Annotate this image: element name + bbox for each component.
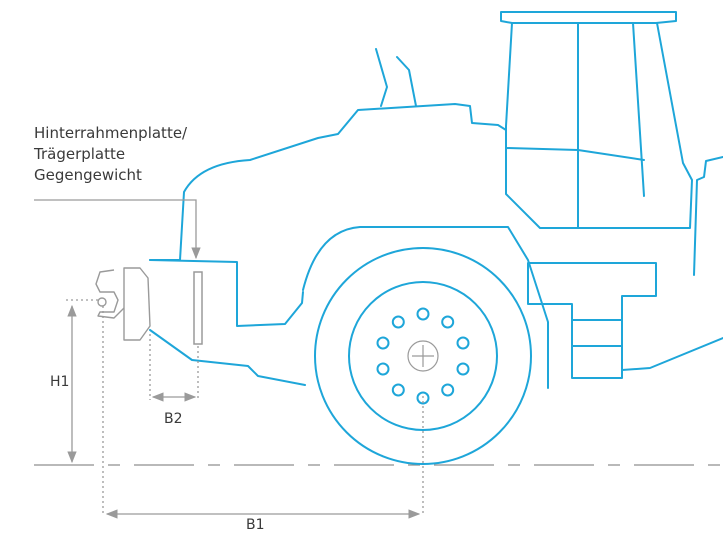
dimension-b2	[149, 334, 199, 402]
cab-belt-line	[505, 147, 645, 161]
axle-arms	[571, 319, 623, 379]
dimension-label-b1: B1	[246, 517, 265, 533]
carrier-plate	[193, 271, 203, 345]
rear-fender	[302, 226, 549, 389]
rear-body	[693, 156, 723, 276]
dimension-label-b2: B2	[164, 411, 183, 427]
cab-frame	[505, 22, 693, 229]
callout-line-2: Trägerplatte	[34, 145, 126, 163]
callout-leader	[34, 199, 201, 260]
dimension-b1	[102, 306, 424, 519]
hood-body	[149, 103, 507, 261]
cab-pillars	[577, 22, 645, 229]
axle-housing	[527, 262, 657, 321]
callout-label: Hinterrahmenplatte/ Trägerplatte Gegenge…	[34, 123, 187, 186]
callout-line-1: Hinterrahmenplatte/	[34, 124, 188, 142]
dimension-h1	[66, 299, 98, 464]
front-chassis	[621, 337, 723, 371]
rear-frame-block	[149, 259, 304, 327]
cab-roof	[500, 11, 677, 24]
hitch-bracket	[95, 267, 151, 341]
callout-line-3: Gegengewicht	[34, 166, 142, 184]
dimension-label-h1: H1	[50, 374, 70, 390]
rear-tire	[314, 247, 532, 465]
exhaust-pipe	[375, 48, 417, 107]
wheel-hub	[407, 340, 439, 372]
tractor-outline	[149, 11, 723, 465]
lower-frame	[149, 329, 306, 386]
rear-rim	[348, 281, 498, 431]
wheel-bolts	[376, 307, 470, 405]
